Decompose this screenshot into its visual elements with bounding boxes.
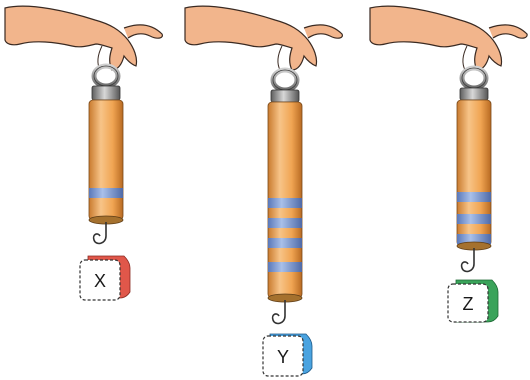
hook-icon — [460, 248, 475, 273]
scale-stripe — [268, 238, 302, 248]
scale-stripe — [268, 218, 302, 228]
scale-stripe — [89, 188, 123, 198]
scale-stripe — [268, 262, 302, 272]
scale-stripe — [457, 234, 491, 244]
weight-label-y: Y — [277, 347, 289, 367]
scale-body — [88, 99, 124, 221]
hook-icon — [271, 300, 286, 325]
spring-scale-y: Y — [184, 5, 343, 377]
scale-stripe — [268, 198, 302, 208]
hand-icon — [369, 5, 528, 71]
hook-icon — [92, 222, 107, 245]
scale-body — [456, 99, 492, 247]
weight-block-y: Y — [262, 333, 313, 377]
hand-icon — [184, 5, 343, 71]
weight-block-x: X — [79, 255, 131, 301]
scale-stripe — [457, 192, 491, 202]
weight-block-z: Z — [447, 279, 499, 323]
hand-icon — [4, 5, 163, 71]
ring-icon — [91, 63, 121, 89]
spring-scale-z: Z — [369, 5, 528, 323]
weight-label-x: X — [94, 271, 106, 291]
spring-scale-x: X — [4, 5, 163, 301]
weight-label-z: Z — [463, 294, 474, 314]
ring-icon — [459, 65, 489, 91]
scale-stripe — [457, 214, 491, 224]
ring-icon — [270, 67, 300, 93]
